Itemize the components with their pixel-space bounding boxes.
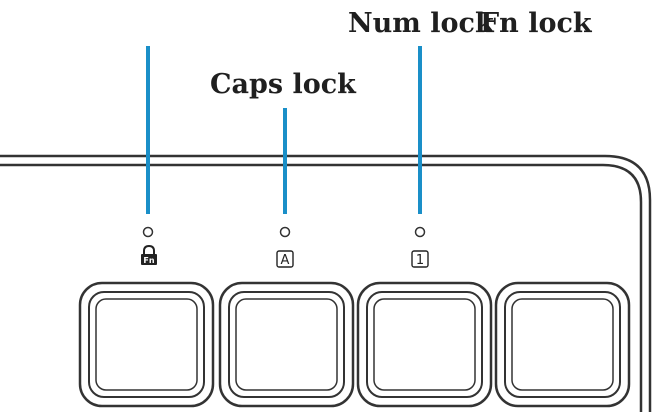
caps-lock-label: Caps lock: [210, 69, 357, 100]
fn-lock-led: [142, 226, 154, 238]
fn-lock-icon: Fn: [141, 244, 157, 265]
fn-lock-label: Fn lock: [480, 8, 593, 39]
keyboard-edge-inner: [0, 163, 643, 412]
caps-lock-icon-frame: [276, 250, 294, 268]
caps-lock-led: [279, 226, 291, 238]
keyboard-edge-outline: [0, 154, 652, 412]
caps-lock-glyph: A: [281, 253, 290, 268]
num-lock-glyph: 1: [416, 253, 424, 268]
fn-lock-body: [141, 254, 157, 265]
num-lock-icon: 1: [411, 250, 429, 268]
fn-lock-glyph: Fn: [143, 256, 154, 265]
fn-lock-shackle: [143, 244, 155, 255]
indicator-leds: [142, 226, 426, 238]
num-lock-icon-frame: [411, 250, 429, 268]
key-3: [356, 281, 493, 408]
keyboard-edge-outer: [0, 154, 652, 412]
keys: [78, 281, 631, 408]
num-lock-led: [414, 226, 426, 238]
key-4: [494, 281, 631, 408]
caps-lock-icon: A: [276, 250, 294, 268]
num-lock-label: Num lock: [348, 8, 495, 39]
key-1: [78, 281, 215, 408]
key-2: [218, 281, 355, 408]
callout-lines: [146, 46, 422, 214]
